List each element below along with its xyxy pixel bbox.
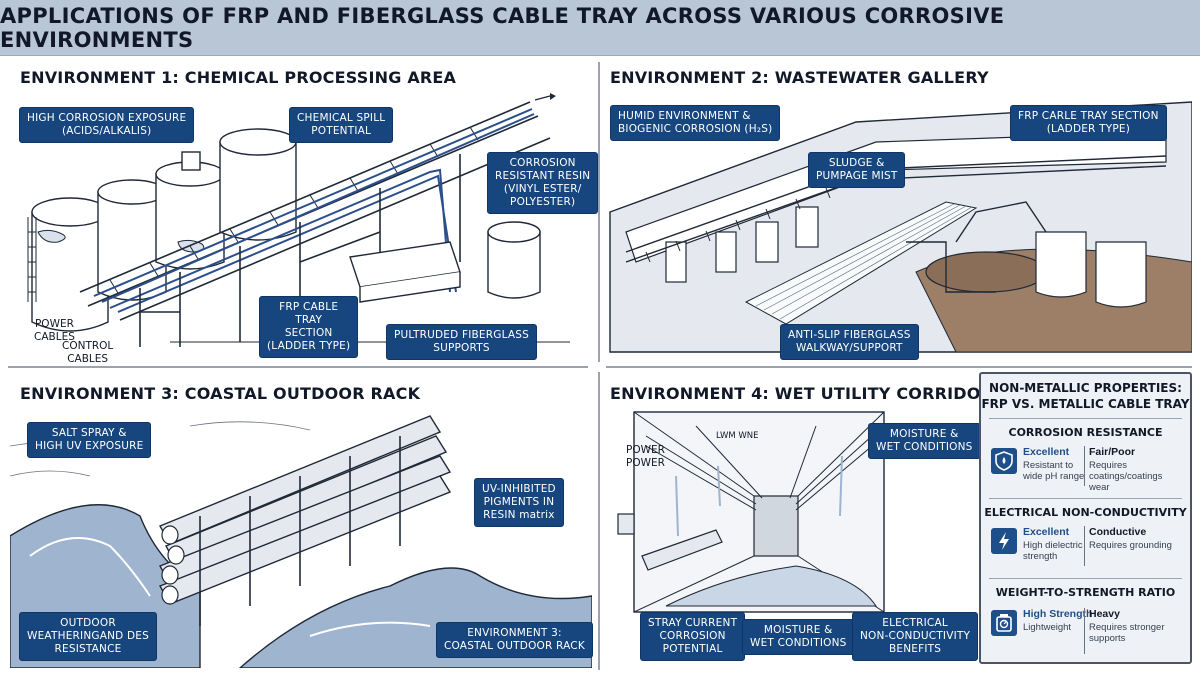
callout-stray-current: STRAY CURRENT CORROSION POTENTIAL [640, 612, 746, 661]
property-frp-desc-corrosion: Resistant to wide pH range [1023, 460, 1085, 482]
property-metal-desc-corrosion: Requires coatings/coatings wear [1089, 460, 1163, 493]
property-frp-rating-weight: High Strength [1023, 608, 1093, 620]
callout-uv-inhibited: UV-INHIBITED PIGMENTS IN RESIN matrix [474, 478, 564, 527]
env3-title: ENVIRONMENT 3: COASTAL OUTDOOR RACK [20, 384, 421, 403]
callout-moisture-top: MOISTURE & WET CONDITIONS [868, 423, 981, 459]
properties-title-separator [989, 418, 1182, 419]
callout-walkway-support: ANTI-SLIP FIBERGLASS WALKWAY/SUPPORT [780, 324, 919, 360]
label-power-cables: POWER CABLES [34, 318, 75, 343]
env2-wastewater-illustration [606, 92, 1192, 362]
properties-panel: NON-METALLIC PROPERTIES: FRP VS. METALLI… [979, 372, 1192, 664]
property-separator [989, 498, 1182, 499]
property-column-divider [1084, 446, 1085, 486]
callout-sludge-mist: SLUDGE & PUMPAGE MIST [808, 152, 906, 188]
env4-utility-corridor-illustration [606, 406, 970, 668]
page-title: APPLICATIONS OF FRP AND FIBERGLASS CABLE… [0, 3, 1005, 52]
label-power: POWER POWER [626, 444, 665, 469]
env3-coastal-rack-illustration [10, 406, 592, 668]
callout-electrical-benefits: ELECTRICAL NON-CONDUCTIVITY BENEFITS [852, 612, 979, 661]
property-frp-desc-electrical: High dielectric strength [1023, 540, 1083, 562]
property-heading-corrosion: CORROSION RESISTANCE [1008, 426, 1163, 439]
weighing-scale-icon [991, 610, 1017, 636]
panel-divider-horizontal-left [8, 366, 588, 368]
property-frp-rating-electrical: Excellent [1023, 526, 1070, 538]
label-lwm-wne: LWM WNE [716, 431, 759, 441]
property-column-divider [1084, 526, 1085, 566]
env4-title: ENVIRONMENT 4: WET UTILITY CORRIDOR [610, 384, 994, 403]
property-metal-desc-electrical: Requires grounding [1089, 540, 1172, 551]
property-separator [989, 578, 1182, 579]
property-column-divider [1084, 608, 1085, 654]
callout-frp-tray-env1: FRP CABLE TRAY SECTION (LADDER TYPE) [259, 296, 359, 358]
callout-chemical-spill: CHEMICAL SPILL POTENTIAL [289, 107, 394, 143]
callout-corrosion-resin: CORROSION RESISTANT RESIN (VINYL ESTER/ … [487, 152, 599, 214]
property-heading-weight: WEIGHT-TO-STRENGTH RATIO [995, 586, 1176, 599]
panel-divider-vertical-top [598, 62, 600, 362]
callout-env3-coastal-label: ENVIRONMENT 3: COASTAL OUTDOOR RACK [436, 622, 593, 658]
property-metal-rating-corrosion: Fair/Poor [1089, 446, 1136, 458]
property-metal-desc-weight: Requires stronger supports [1089, 622, 1165, 644]
env1-chemical-plant-illustration [10, 92, 592, 362]
label-control-cables: CONTROL CABLES [62, 340, 114, 365]
panel-divider-vertical-bottom [598, 372, 600, 670]
title-banner: APPLICATIONS OF FRP AND FIBERGLASS CABLE… [0, 0, 1200, 56]
panel-divider-horizontal-right [606, 366, 1192, 368]
property-metal-rating-weight: Heavy [1089, 608, 1120, 620]
properties-title: NON-METALLIC PROPERTIES: FRP VS. METALLI… [981, 381, 1190, 411]
property-metal-rating-electrical: Conductive [1089, 526, 1147, 538]
env2-title: ENVIRONMENT 2: WASTEWATER GALLERY [610, 68, 989, 87]
callout-outdoor-weathering: OUTDOOR WEATHERINGAND DES RESISTANCE [19, 612, 157, 661]
callout-moisture-bottom: MOISTURE & WET CONDITIONS [742, 619, 855, 655]
callout-frp-tray-env2: FRP CARLE TRAY SECTION (LADDER TYPE) [1010, 105, 1167, 141]
callout-salt-spray: SALT SPRAY & HIGH UV EXPOSURE [27, 422, 152, 458]
env1-title: ENVIRONMENT 1: CHEMICAL PROCESSING AREA [20, 68, 457, 87]
callout-humid-environment: HUMID ENVIRONMENT & BIOGENIC CORROSION (… [610, 105, 781, 141]
callout-pultruded-supports: PULTRUDED FIBERGLASS SUPPORTS [386, 324, 537, 360]
callout-high-corrosion: HIGH CORROSION EXPOSURE (ACIDS/ALKALIS) [19, 107, 195, 143]
property-frp-rating-corrosion: Excellent [1023, 446, 1070, 458]
lightning-bolt-icon [991, 528, 1017, 554]
property-heading-electrical: ELECTRICAL NON-CONDUCTIVITY [984, 506, 1187, 519]
shield-droplet-icon [991, 448, 1017, 474]
property-frp-desc-weight: Lightweight [1023, 622, 1072, 633]
